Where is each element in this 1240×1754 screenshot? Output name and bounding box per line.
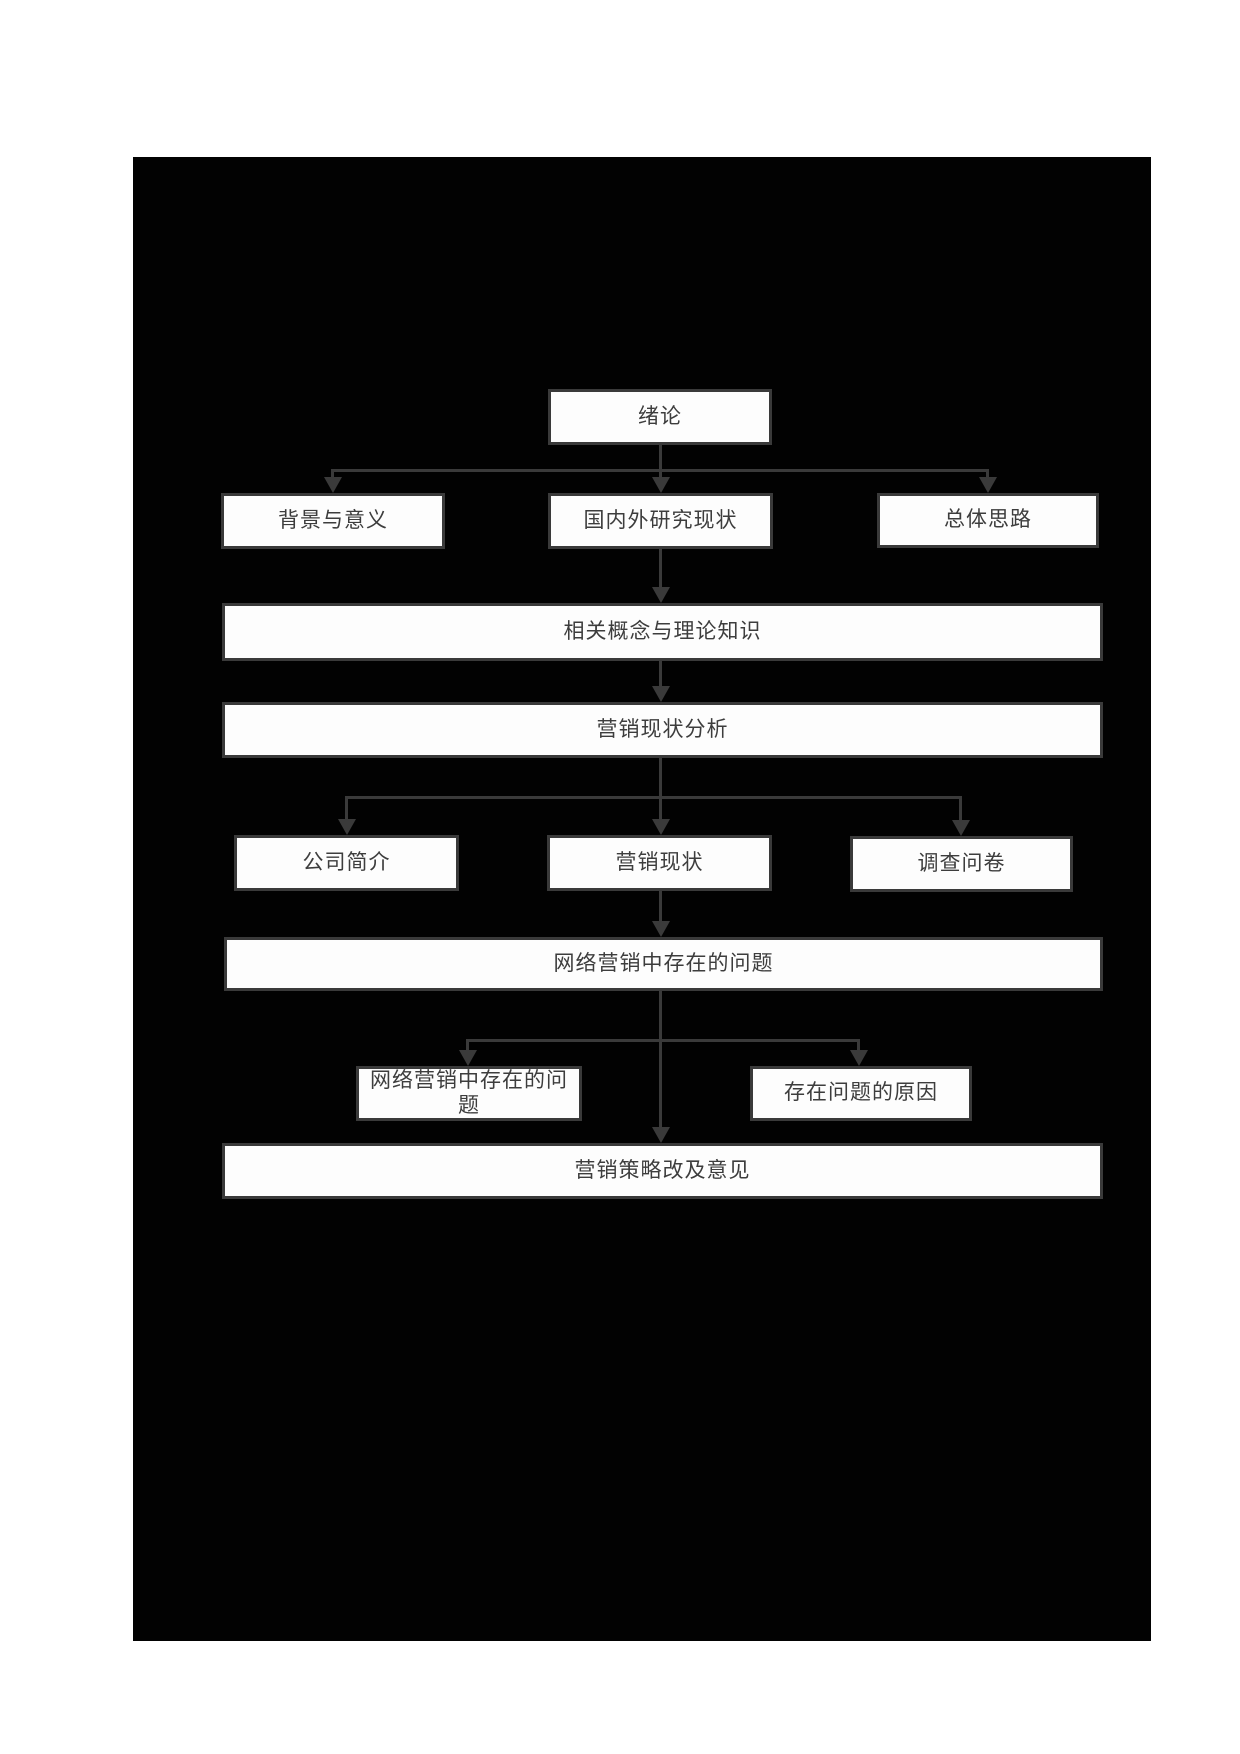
node-strategy: 营销策略改及意见: [222, 1143, 1103, 1199]
connector-analysis-stem: [659, 758, 662, 797]
node-problem-causes: 存在问题的原因: [750, 1066, 972, 1121]
node-concepts: 相关概念与理论知识: [222, 603, 1103, 661]
arrow-to-concepts: [652, 587, 670, 603]
arrow-to-strategy: [652, 1127, 670, 1143]
arrow-to-research: [652, 477, 670, 493]
node-problems-wide: 网络营销中存在的问题: [224, 937, 1103, 991]
node-questionnaire: 调查问卷: [850, 836, 1073, 892]
connector-intro-stem: [659, 445, 662, 470]
node-research-status: 国内外研究现状: [548, 493, 773, 549]
node-overall-idea: 总体思路: [877, 493, 1099, 548]
arrow-to-company: [338, 819, 356, 835]
connector-drop-overall: [986, 469, 989, 483]
connector-drop-background: [331, 469, 334, 483]
arrow-to-analysis: [652, 686, 670, 702]
node-intro: 绪论: [548, 389, 772, 445]
connector-rowB-bar: [347, 796, 961, 799]
connector-drop-questionnaire: [959, 796, 962, 824]
arrow-to-causes: [850, 1050, 868, 1066]
arrow-to-mstatus: [652, 819, 670, 835]
connector-drop-mstatus: [659, 796, 662, 823]
connector-branch-bar: [468, 1039, 859, 1042]
connector-mstatus-problems: [659, 891, 662, 925]
arrow-to-background: [324, 477, 342, 493]
flowchart-page: 绪论 背景与意义 国内外研究现状 总体思路 相关概念与理论知识 营销现状分析 公…: [133, 157, 1151, 1641]
node-company-profile: 公司简介: [234, 835, 459, 891]
connector-drop-company: [345, 796, 348, 823]
node-problems-branch: 网络营销中存在的问题: [356, 1066, 582, 1121]
node-background: 背景与意义: [221, 493, 445, 549]
connector-problems-stem: [659, 991, 662, 1131]
connector-drop-causes: [857, 1039, 860, 1055]
arrow-to-problems-branch: [459, 1050, 477, 1066]
node-marketing-status: 营销现状: [547, 835, 772, 891]
arrow-to-problems-wide: [652, 921, 670, 937]
connector-drop-research: [659, 469, 662, 483]
arrow-to-questionnaire: [952, 820, 970, 836]
arrow-to-overall: [979, 477, 997, 493]
connector-concepts-analysis: [659, 661, 662, 690]
node-marketing-analysis: 营销现状分析: [222, 702, 1103, 758]
connector-research-concepts: [659, 549, 662, 589]
connector-drop-problems-branch: [466, 1039, 469, 1055]
